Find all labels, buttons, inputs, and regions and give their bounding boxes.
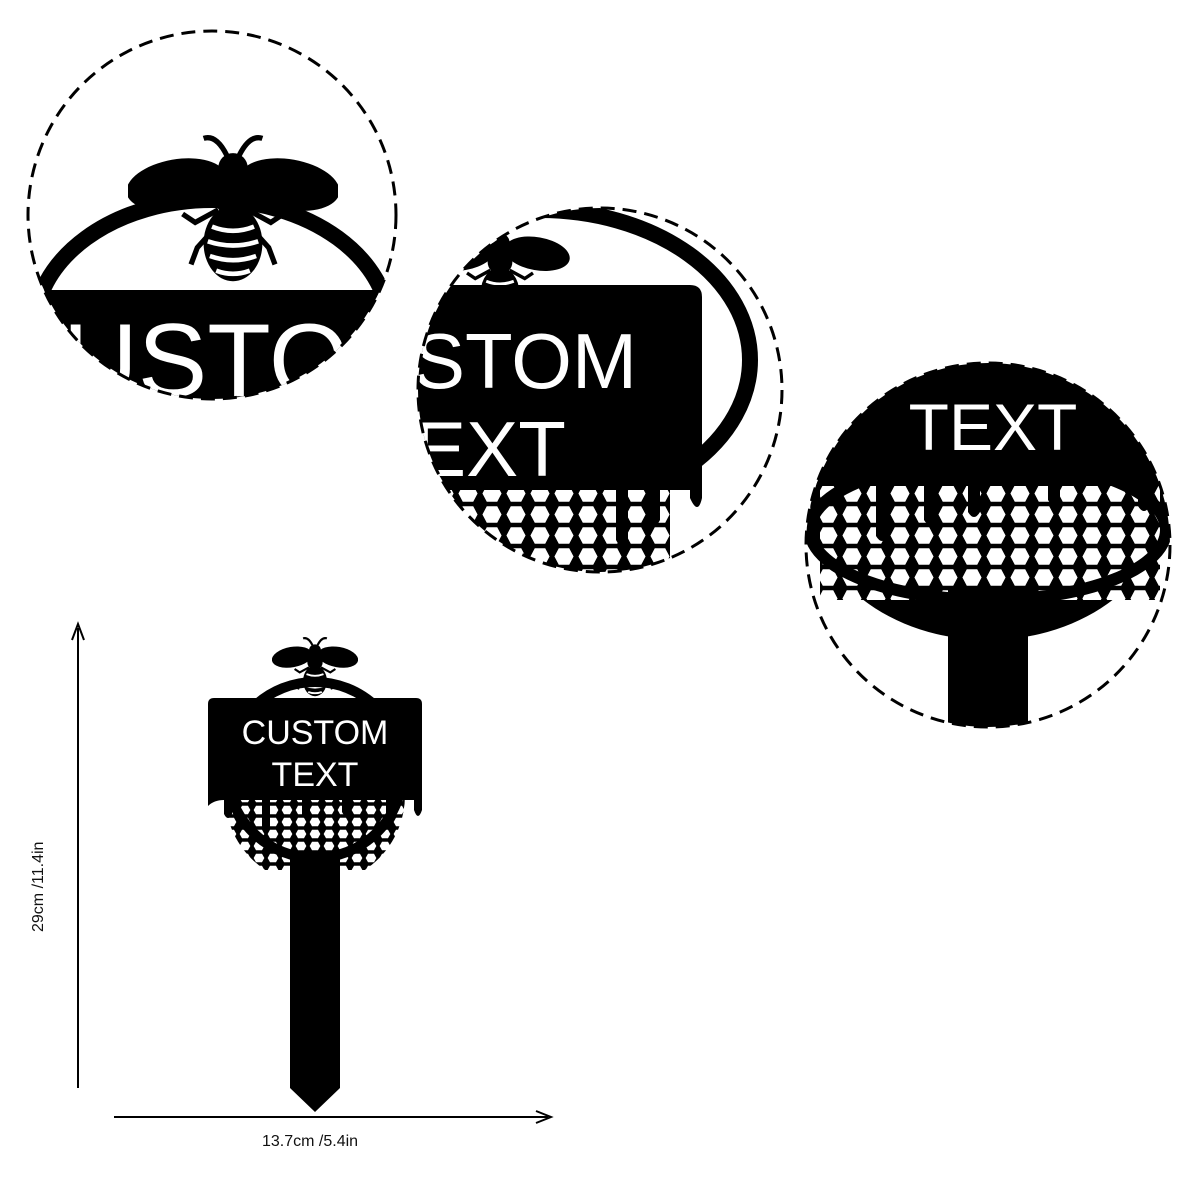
zoom3-text: TEXT <box>909 390 1078 464</box>
width-dimension-label: 13.7cm /5.4in <box>262 1133 359 1150</box>
stake-detail <box>948 590 1028 727</box>
sign-text-line1: CUSTOM <box>242 714 389 752</box>
sign-text-line2: TEXT <box>272 756 359 794</box>
sign-stake <box>290 858 340 1112</box>
detail-zoom-honeycomb: TEXT <box>804 361 1172 729</box>
zoom-circle-2 <box>416 206 784 574</box>
width-dimension-arrow <box>114 1110 554 1124</box>
garden-stake-sign: CUSTOM TEXT <box>208 637 422 1112</box>
detail-zoom-bee: CUSTOM <box>0 29 436 419</box>
zoom2-text-line2: EXT <box>414 405 566 493</box>
zoom1-text: CUSTOM <box>0 303 436 419</box>
detail-zoom-plaque: STOM EXT <box>413 206 784 574</box>
zoom-circle-1 <box>26 29 398 401</box>
zoom-circle-3 <box>804 361 1172 729</box>
height-dimension-arrow <box>71 621 85 1088</box>
text-plaque <box>208 698 422 830</box>
bee-icon-large <box>122 138 343 282</box>
height-dimension-label: 29cm /11.4in <box>30 841 47 932</box>
zoom2-text-line1: STOM <box>413 317 637 405</box>
